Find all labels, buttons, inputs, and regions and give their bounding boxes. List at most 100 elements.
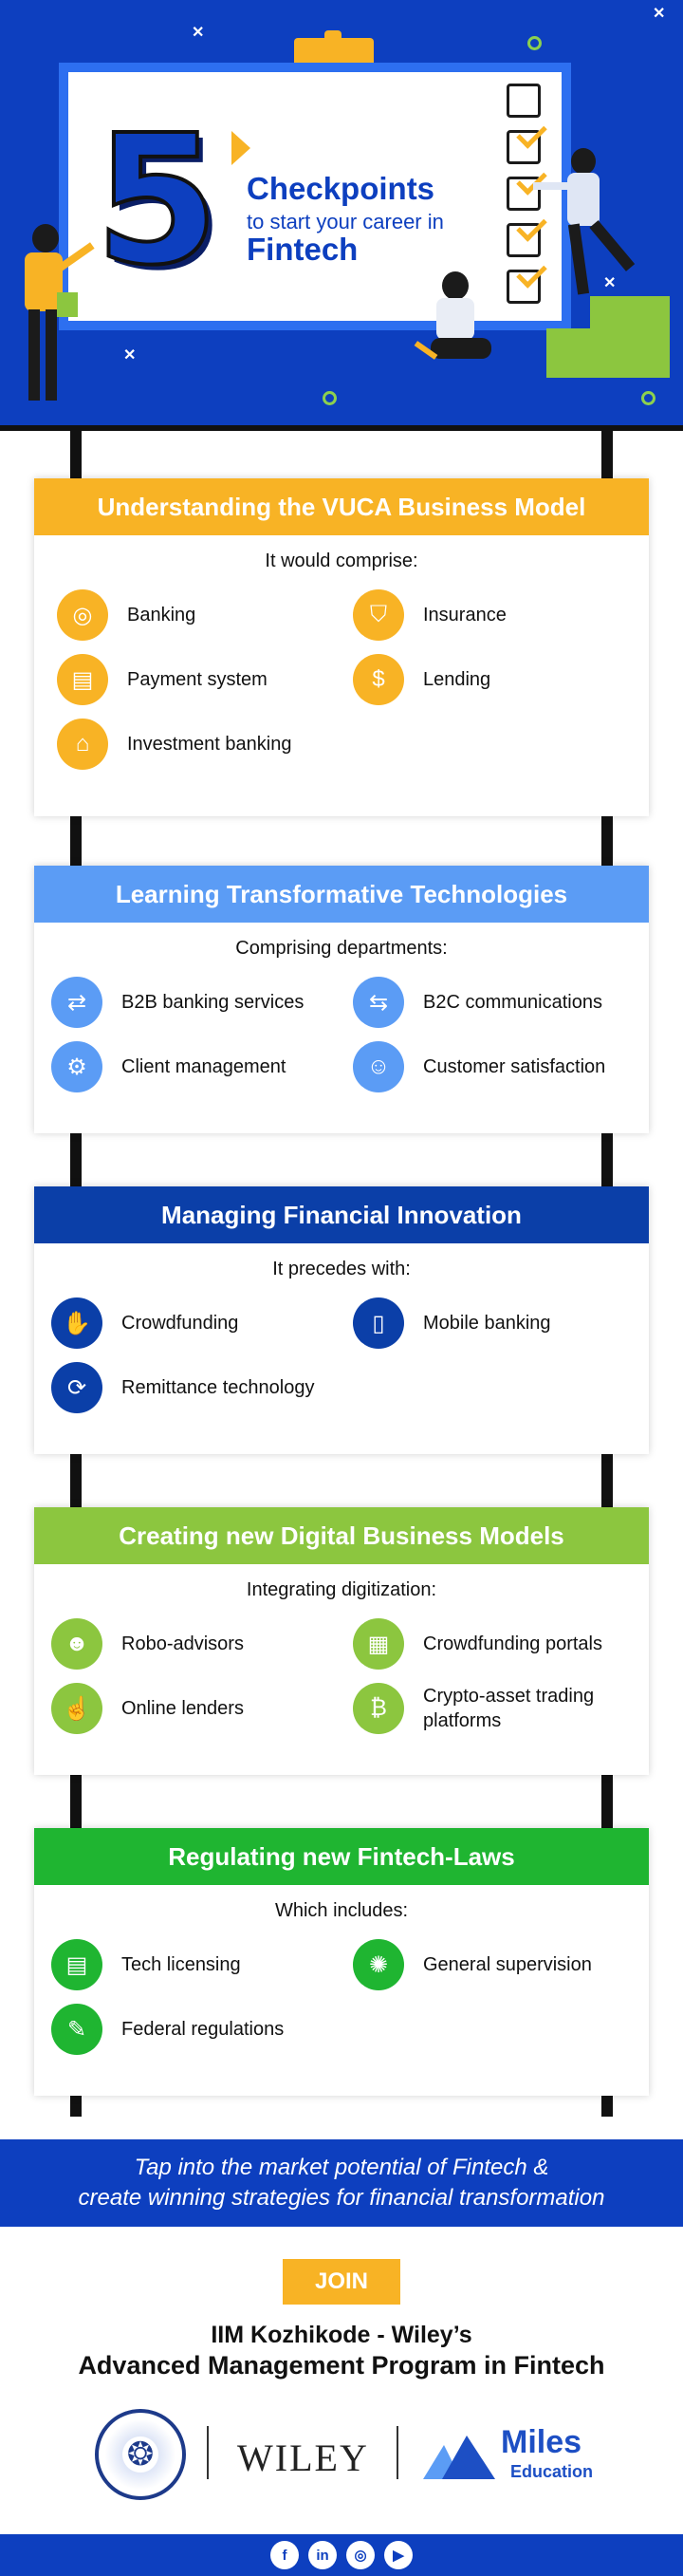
section-subtitle: It would comprise: xyxy=(265,551,418,571)
instagram-icon[interactable]: ◎ xyxy=(346,2541,375,2569)
sparkle-icon: ✕ xyxy=(603,275,617,291)
checkbox-icon xyxy=(507,84,541,118)
person-illustration xyxy=(533,148,664,300)
linkedin-icon[interactable]: in xyxy=(308,2541,337,2569)
stairs-illustration xyxy=(546,296,670,378)
hero-title-fintech: Fintech xyxy=(247,232,359,267)
list-item: ▯ Mobile banking xyxy=(353,1297,551,1349)
checked-checkbox-icon xyxy=(507,130,541,164)
logo-divider xyxy=(397,2426,398,2479)
item-label: Online lenders xyxy=(121,1697,244,1719)
item-label: Crypto-asset trading platforms xyxy=(423,1686,595,1731)
section-card-vuca: Understanding the VUCA Business Model It… xyxy=(34,478,649,816)
item-label: Insurance xyxy=(423,604,507,625)
ring-icon xyxy=(641,391,655,405)
portal-icon: ▦ xyxy=(353,1618,404,1670)
tagline-line-2: create winning strategies for financial … xyxy=(78,2185,605,2211)
facebook-icon[interactable]: f xyxy=(270,2541,299,2569)
bank-building-icon: ⌂ xyxy=(57,719,108,770)
section-title: Regulating new Fintech-Laws xyxy=(34,1828,649,1885)
list-item: ⌂ Investment banking xyxy=(57,719,291,770)
item-label: Robo-advisors xyxy=(121,1633,244,1654)
list-item: $ Lending xyxy=(353,654,490,705)
section-subtitle: Which includes: xyxy=(274,1900,409,1921)
sparkle-icon: ✕ xyxy=(123,347,137,364)
payment-icon: ▤ xyxy=(57,654,108,705)
sparkle-icon: ✕ xyxy=(653,6,666,22)
supervision-icon: ✺ xyxy=(353,1939,404,1990)
remittance-icon: ⟳ xyxy=(51,1362,102,1413)
social-footer: f in ◎ ▶ xyxy=(0,2534,683,2576)
list-item: ▦ Crowdfunding portals xyxy=(353,1618,602,1670)
ring-icon xyxy=(323,391,337,405)
person-illustration xyxy=(13,224,95,404)
section-title: Learning Transformative Technologies xyxy=(34,866,649,923)
hero-banner: ✕ ✕ ✕ ✕ 5 Checkpoints to start your care… xyxy=(0,0,683,427)
license-icon: ▤ xyxy=(51,1939,102,1990)
arrow-icon xyxy=(231,131,250,165)
section-card-fintech-laws: Regulating new Fintech-Laws Which includ… xyxy=(34,1828,649,2096)
section-title: Understanding the VUCA Business Model xyxy=(34,478,649,535)
tagline-line-1: Tap into the market potential of Fintech… xyxy=(134,2155,549,2180)
miles-logo-text: Miles xyxy=(501,2424,582,2460)
item-label: Payment system xyxy=(127,668,268,690)
section-title: Creating new Digital Business Models xyxy=(34,1507,649,1564)
robot-icon: ☻ xyxy=(51,1618,102,1670)
section-title: Managing Financial Innovation xyxy=(34,1186,649,1243)
piggy-bank-icon: ◎ xyxy=(57,589,108,641)
list-item: ⇆ B2C communications xyxy=(353,977,602,1028)
item-label: Investment banking xyxy=(127,733,292,755)
join-button[interactable]: JOIN xyxy=(283,2259,400,2305)
hero-divider xyxy=(0,425,683,431)
ring-icon xyxy=(527,36,542,50)
shield-icon: ⛉ xyxy=(353,589,404,641)
hero-title: Checkpoints xyxy=(247,171,435,206)
online-lender-icon: ☝ xyxy=(51,1683,102,1734)
tagline-banner: Tap into the market potential of Fintech… xyxy=(0,2139,683,2227)
list-item: ☻ Robo-advisors xyxy=(51,1618,244,1670)
list-item: ✎ Federal regulations xyxy=(51,2004,284,2055)
program-title: Advanced Management Program in Fintech xyxy=(78,2351,605,2380)
list-item: ☺ Customer satisfaction xyxy=(353,1041,605,1092)
list-item: ₿ Crypto-asset trading platforms xyxy=(353,1683,600,1734)
item-label: Crowdfunding xyxy=(121,1312,239,1334)
whiteboard xyxy=(59,63,571,330)
list-item: ⛉ Insurance xyxy=(353,589,507,641)
item-label: Remittance technology xyxy=(121,1376,315,1398)
hero-number: 5 xyxy=(93,97,221,305)
iim-kozhikode-logo: ❂ xyxy=(95,2409,186,2500)
person-illustration xyxy=(408,271,503,376)
b2c-icon: ⇆ xyxy=(353,977,404,1028)
list-item: ⚙ Client management xyxy=(51,1041,286,1092)
youtube-icon[interactable]: ▶ xyxy=(384,2541,413,2569)
hero-subtitle: to start your career in xyxy=(247,210,444,233)
item-label: Mobile banking xyxy=(423,1312,551,1334)
section-card-digital-models: Creating new Digital Business Models Int… xyxy=(34,1507,649,1775)
regulation-icon: ✎ xyxy=(51,2004,102,2055)
section-subtitle: Comprising departments: xyxy=(235,938,448,959)
section-card-innovation: Managing Financial Innovation It precede… xyxy=(34,1186,649,1454)
section-subtitle: Integrating digitization: xyxy=(246,1579,437,1600)
sparkle-icon: ✕ xyxy=(192,25,205,41)
item-label: B2B banking services xyxy=(121,991,305,1013)
list-item: ⇄ B2B banking services xyxy=(51,977,304,1028)
list-item: ☝ Online lenders xyxy=(51,1683,244,1734)
item-label: Client management xyxy=(121,1055,286,1077)
item-label: Federal regulations xyxy=(121,2018,285,2040)
checked-checkbox-icon xyxy=(507,223,541,257)
b2b-icon: ⇄ xyxy=(51,977,102,1028)
program-provider: IIM Kozhikode - Wiley’s xyxy=(211,2322,472,2348)
list-item: ✺ General supervision xyxy=(353,1939,592,1990)
list-item: ▤ Tech licensing xyxy=(51,1939,241,1990)
miles-mountain-icon xyxy=(423,2436,495,2479)
miles-logo-subtext: Education xyxy=(510,2462,594,2481)
crowdfunding-icon: ✋ xyxy=(51,1297,102,1349)
mobile-banking-icon: ▯ xyxy=(353,1297,404,1349)
item-label: Crowdfunding portals xyxy=(423,1633,602,1654)
list-item: ◎ Banking xyxy=(57,589,195,641)
crypto-icon: ₿ xyxy=(353,1683,404,1734)
logo-divider xyxy=(207,2426,209,2479)
wiley-logo: WILEY xyxy=(237,2436,369,2479)
list-item: ⟳ Remittance technology xyxy=(51,1362,314,1413)
checked-checkbox-icon xyxy=(507,270,541,304)
